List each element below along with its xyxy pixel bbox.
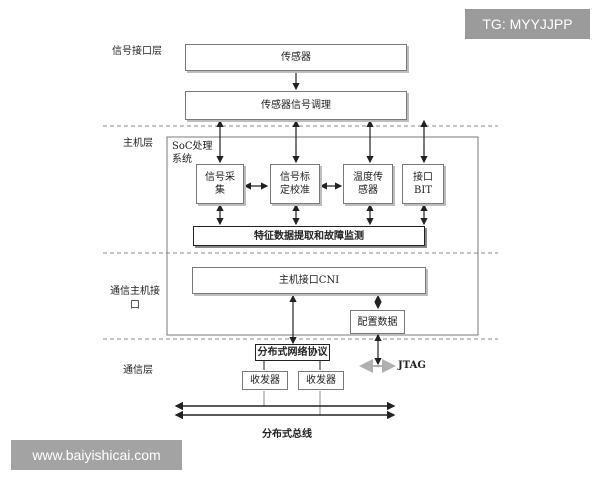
transceiver-block-1: 收发器: [242, 371, 288, 390]
host-interface-cni-block: 主机接口CNI: [192, 267, 426, 294]
signal-acquisition-block: 信号采 集: [196, 164, 244, 204]
jtag-label: JTAG: [398, 360, 426, 371]
sensor-conditioning-block: 传感器信号调理: [185, 91, 407, 120]
temperature-sensor-block: 温度传 感器: [343, 164, 393, 204]
soc-system-container: [166, 136, 479, 336]
distributed-protocol-block: 分布式网络协议: [255, 344, 330, 361]
signal-calibration-block: 信号标 定校准: [270, 164, 320, 204]
interface-bit-block: 接口 BIT: [402, 164, 444, 204]
sensor-block: 传感器: [185, 44, 407, 71]
watermark-bottom: www.baiyishicai.com: [11, 440, 182, 470]
config-data-block: 配置数据: [350, 310, 405, 334]
layer-label-comm: 通信层: [123, 365, 153, 376]
watermark-top: TG: MYYJJPP: [465, 9, 590, 39]
soc-system-title: SoC处理 系统: [172, 141, 213, 165]
feature-extraction-block: 特征数据提取和故障监测: [193, 226, 425, 246]
layer-label-host: 主机层: [123, 138, 153, 149]
layer-label-signal-interface: 信号接口层: [112, 46, 162, 57]
transceiver-block-2: 收发器: [298, 371, 344, 390]
layer-label-comm-host-interface: 通信主机接 口: [110, 286, 160, 311]
distributed-bus-label: 分布式总线: [262, 429, 312, 440]
